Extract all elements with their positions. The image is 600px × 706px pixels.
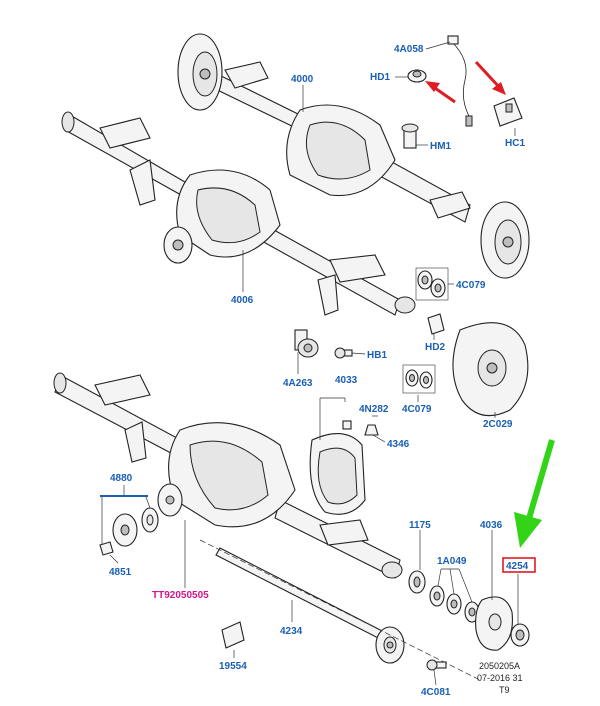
label-4c079-lower: 4C079	[402, 404, 432, 415]
label-hd1: HD1	[370, 72, 390, 83]
ring-4254	[510, 623, 530, 647]
label-4234: 4234	[280, 626, 303, 637]
highlight-box	[502, 557, 536, 573]
label-4254: 4254	[506, 561, 529, 572]
label-hb1: HB1	[367, 350, 387, 361]
label-4a263: 4A263	[283, 378, 313, 389]
seal-pair-4c079-upper	[415, 267, 449, 301]
retainer-plate-4036	[475, 596, 513, 651]
label-1175: 1175	[409, 520, 431, 531]
clip-hc1	[493, 97, 523, 127]
label-hd2: HD2	[425, 342, 445, 353]
stamp-line-1: 2050205A	[479, 661, 520, 671]
plug-4n282	[342, 420, 352, 430]
leader-lines	[101, 41, 519, 686]
differential-cover-4033	[309, 433, 366, 515]
nut-4851	[99, 541, 114, 556]
stamp-line-2: 07-2016 31	[477, 673, 523, 683]
red-arrow-left	[425, 81, 456, 104]
label-4c081: 4C081	[421, 687, 451, 698]
label-4006: 4006	[231, 295, 254, 306]
green-arrow	[514, 439, 555, 548]
label-4346: 4346	[387, 439, 410, 450]
label-4n282: 4N282	[359, 404, 389, 415]
abs-sensor-cable	[447, 35, 473, 127]
label-4036: 4036	[480, 520, 503, 531]
label-4a058: 4A058	[394, 44, 424, 55]
label-4033: 4033	[335, 375, 358, 386]
label-2c029: 2C029	[483, 419, 513, 430]
bolt-hd2	[427, 313, 445, 335]
label-4880: 4880	[110, 473, 133, 484]
label-4000: 4000	[291, 74, 314, 85]
clip-19554	[221, 621, 245, 649]
label-4851: 4851	[109, 567, 132, 578]
axle-shaft-4234	[215, 547, 405, 664]
seal-1175	[408, 570, 426, 594]
lower-axle-housing	[53, 372, 403, 579]
label-hm1: HM1	[430, 141, 452, 152]
seal-pair-4c079-lower	[402, 364, 436, 394]
pinion-flange-4880	[100, 495, 159, 547]
label-tt92050505: TT92050505	[152, 590, 209, 601]
bushing-4a263	[294, 329, 319, 358]
label-19554: 19554	[219, 661, 247, 672]
label-4c079-upper: 4C079	[456, 280, 486, 291]
label-1a049: 1A049	[437, 556, 467, 567]
brake-backing-plate-2c029	[452, 322, 529, 417]
sensor-bolt-hd1	[407, 69, 427, 83]
bolt-hm1	[401, 123, 419, 149]
bolt-4c081	[426, 659, 447, 671]
bearing-set-1a049	[429, 585, 480, 623]
part-labels: 4000 4A058 HD1 HM1 HC1 4C079 4006 HB1 HD…	[109, 44, 529, 698]
bolt-hb1	[334, 347, 353, 359]
upper-axle-assembly	[61, 33, 530, 316]
plug-4346	[364, 424, 379, 436]
label-hc1: HC1	[505, 138, 525, 149]
red-arrow-right	[474, 60, 506, 95]
stamp-line-3: T9	[499, 685, 510, 695]
drawing-stamp: 2050205A 07-2016 31 T9	[477, 661, 523, 695]
